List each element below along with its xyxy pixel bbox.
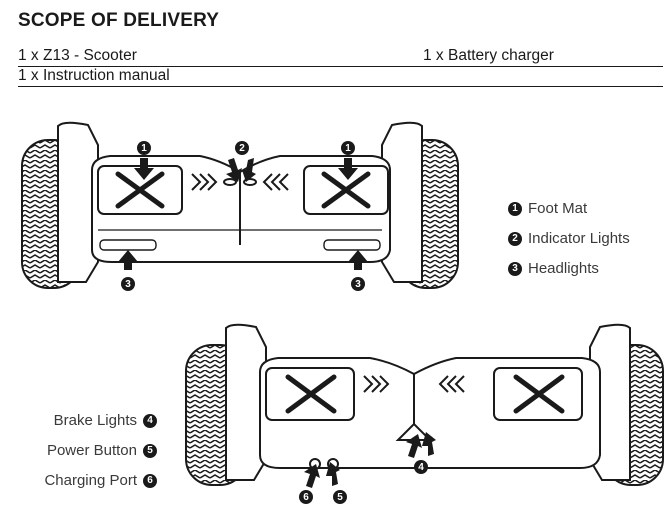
callout-1-right: 1 bbox=[341, 141, 355, 155]
delivery-row-1: 1 x Z13 - Scooter 1 x Battery charger bbox=[18, 47, 663, 67]
delivery-row-2: 1 x Instruction manual bbox=[18, 67, 663, 87]
callout-2: 2 bbox=[235, 141, 249, 155]
callout-3-right: 3 bbox=[351, 277, 365, 291]
hoverboard-top-view bbox=[21, 121, 459, 289]
page-title: SCOPE OF DELIVERY bbox=[18, 10, 220, 31]
callout-1-left: 1 bbox=[137, 141, 151, 155]
right-fender-top bbox=[381, 121, 423, 283]
item-scooter: 1 x Z13 - Scooter bbox=[18, 47, 137, 64]
item-manual: 1 x Instruction manual bbox=[18, 67, 170, 84]
callout-arrows-top bbox=[118, 158, 368, 270]
callout-arrows-bottom bbox=[304, 432, 436, 488]
hoverboard-bottom-view bbox=[185, 323, 664, 486]
callout-3-left: 3 bbox=[121, 277, 135, 291]
callout-6: 6 bbox=[299, 490, 313, 504]
left-fender-top bbox=[57, 121, 99, 283]
left-fender-bottom bbox=[225, 323, 267, 481]
callout-5: 5 bbox=[333, 490, 347, 504]
callout-4: 4 bbox=[414, 460, 428, 474]
item-charger: 1 x Battery charger bbox=[423, 47, 554, 64]
